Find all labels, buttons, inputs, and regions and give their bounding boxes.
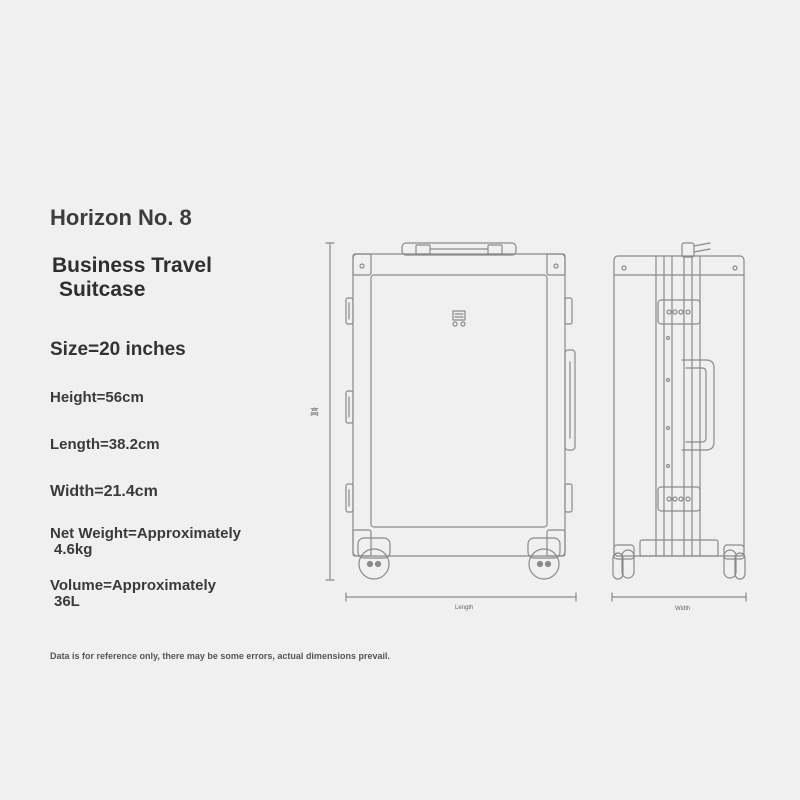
spec-size: Size=20 inches — [50, 339, 186, 360]
combination-lock-bottom-icon — [657, 486, 701, 512]
width-dimension-label: Width — [675, 606, 691, 612]
spec-volume: Volume=Approximately 36L — [50, 578, 216, 610]
combination-lock-top-icon — [657, 299, 701, 325]
side-carry-handle-icon — [681, 359, 715, 451]
spec-height: Height=56cm — [50, 389, 144, 406]
suitcase-side-view — [612, 242, 746, 580]
height-dimension-line — [325, 242, 335, 581]
product-title: Business Travel Suitcase — [52, 254, 212, 302]
spec-net-weight-line1: Net Weight=Approximately — [50, 525, 242, 542]
front-wheel-right-icon — [527, 537, 561, 580]
spec-length: Length=38.2cm — [50, 436, 160, 453]
width-dimension-line — [611, 592, 747, 602]
brand-name: Horizon No. 8 — [50, 205, 192, 230]
length-dimension-line — [345, 592, 577, 602]
height-dimension-label: 高 — [310, 407, 320, 417]
spec-net-weight: Net Weight=Approximately 4.6kg — [50, 526, 241, 558]
length-dimension-label: Length — [455, 605, 474, 611]
spec-net-weight-line2: 4.6kg — [54, 541, 93, 558]
side-wheel-left-icon — [612, 544, 635, 580]
front-wheel-left-icon — [357, 537, 391, 580]
telescopic-handle-icon — [681, 242, 711, 258]
spec-volume-line2: 36L — [54, 593, 80, 610]
suitcase-front-view — [345, 242, 576, 580]
brand-logo-icon — [452, 310, 466, 327]
front-top-handle-icon — [401, 242, 517, 256]
spec-width: Width=21.4cm — [50, 483, 158, 500]
spec-volume-line1: Volume=Approximately — [50, 577, 217, 594]
product-title-line1: Business Travel — [52, 254, 212, 277]
disclaimer-note: Data is for reference only, there may be… — [50, 651, 390, 661]
side-wheel-right-icon — [723, 544, 746, 580]
product-title-line2: Suitcase — [59, 278, 146, 301]
